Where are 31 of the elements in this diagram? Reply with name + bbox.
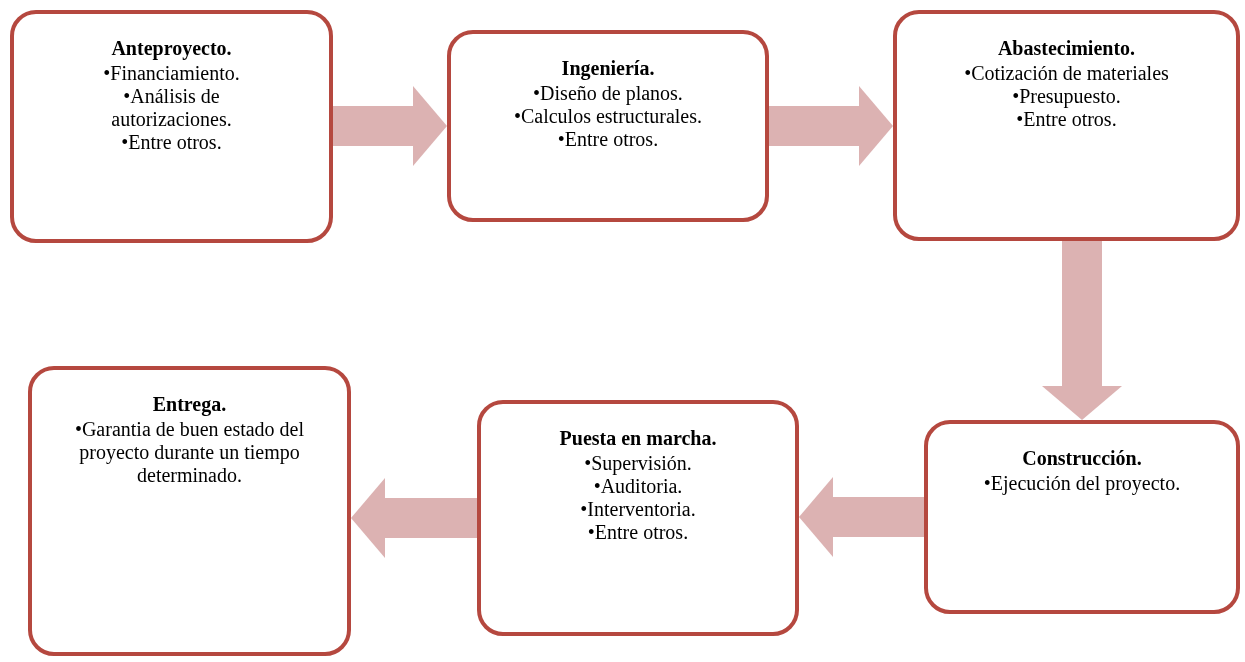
block-arrow [769, 86, 893, 166]
process-box [893, 10, 1240, 241]
bullet-item: •Calculos estructurales. [513, 105, 703, 128]
bullet-item: •Interventoria. [580, 498, 696, 521]
bullet-item: •Entre otros. [556, 128, 660, 151]
bullet-item: •Entre otros. [586, 521, 690, 544]
bullet-item: •Cotización de materiales [964, 62, 1169, 85]
box-heading: Puesta en marcha. [559, 426, 717, 450]
process-box [924, 420, 1240, 614]
process-box [10, 10, 333, 243]
block-arrow [351, 478, 477, 558]
process-box [447, 30, 769, 222]
box-heading: Anteproyecto. [111, 36, 232, 60]
box-heading: Ingeniería. [561, 56, 655, 80]
process-box [477, 400, 799, 636]
bullet-item: •Financiamiento. [102, 62, 241, 85]
process-box [28, 366, 351, 656]
bullet-item: •Entre otros. [120, 131, 223, 154]
bullet-item: •Supervisión. [583, 452, 693, 475]
bullet-item: •Entre otros. [1015, 108, 1118, 131]
box-heading: Abastecimiento. [997, 36, 1136, 60]
block-arrow [333, 86, 447, 166]
box-heading: Entrega. [152, 392, 227, 416]
bullet-item: •Presupuesto. [1011, 85, 1122, 108]
bullet-item: •Análisis de autorizaciones. [110, 85, 233, 131]
bullet-item: •Ejecución del proyecto. [983, 472, 1181, 495]
bullet-item: •Garantia de buen estado del proyecto durante un tiempo determinado. [73, 418, 306, 487]
bullet-item: •Auditoria. [592, 475, 684, 498]
bullet-item: •Diseño de planos. [532, 82, 684, 105]
block-arrow [1042, 241, 1122, 420]
box-heading: Construcción. [1022, 446, 1142, 470]
